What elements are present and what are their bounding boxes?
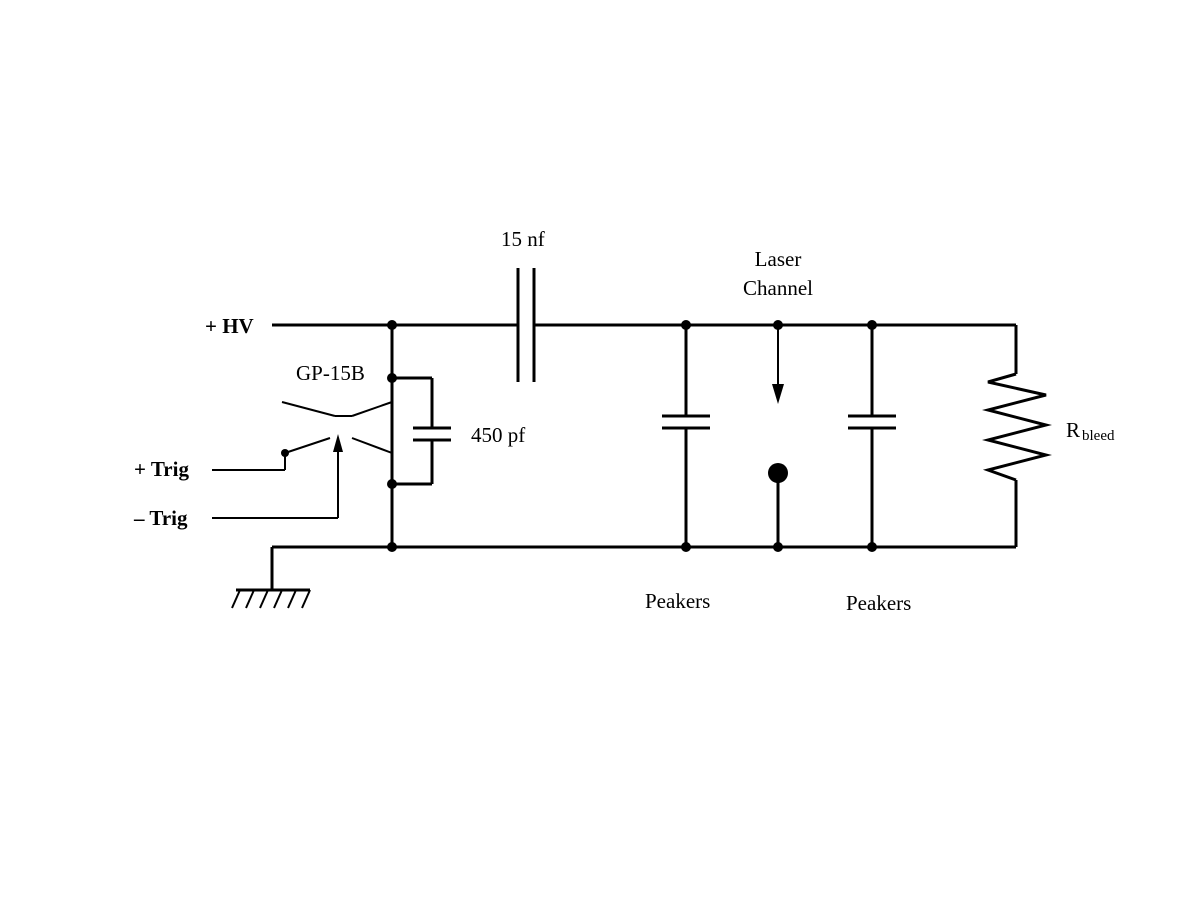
label-cap-small: 450 pf [471, 423, 525, 447]
label-trig-minus: – Trig [133, 506, 188, 530]
label-peakers-right: Peakers [846, 591, 911, 615]
peaker-capacitor-right [848, 325, 896, 547]
spark-gap-switch-icon [281, 401, 393, 518]
label-peakers-left: Peakers [645, 589, 710, 613]
laser-channel-gap [768, 325, 788, 547]
label-cap-main: 15 nf [501, 227, 545, 251]
junction-dots [281, 320, 877, 552]
main-capacitor [516, 268, 536, 382]
peaker-capacitor-left [662, 325, 710, 547]
label-switch: GP-15B [296, 361, 365, 385]
label-r-main: R [1066, 418, 1080, 442]
label-hv: + HV [205, 314, 254, 338]
label-laser-line1: Laser [755, 247, 802, 271]
bleed-resistor-icon [982, 325, 1052, 547]
label-laser-line2: Channel [743, 276, 813, 300]
switch-capacitor [392, 376, 451, 486]
label-r-sub: bleed [1082, 428, 1115, 444]
ground-icon [231, 547, 311, 609]
label-trig-plus: + Trig [134, 457, 189, 481]
